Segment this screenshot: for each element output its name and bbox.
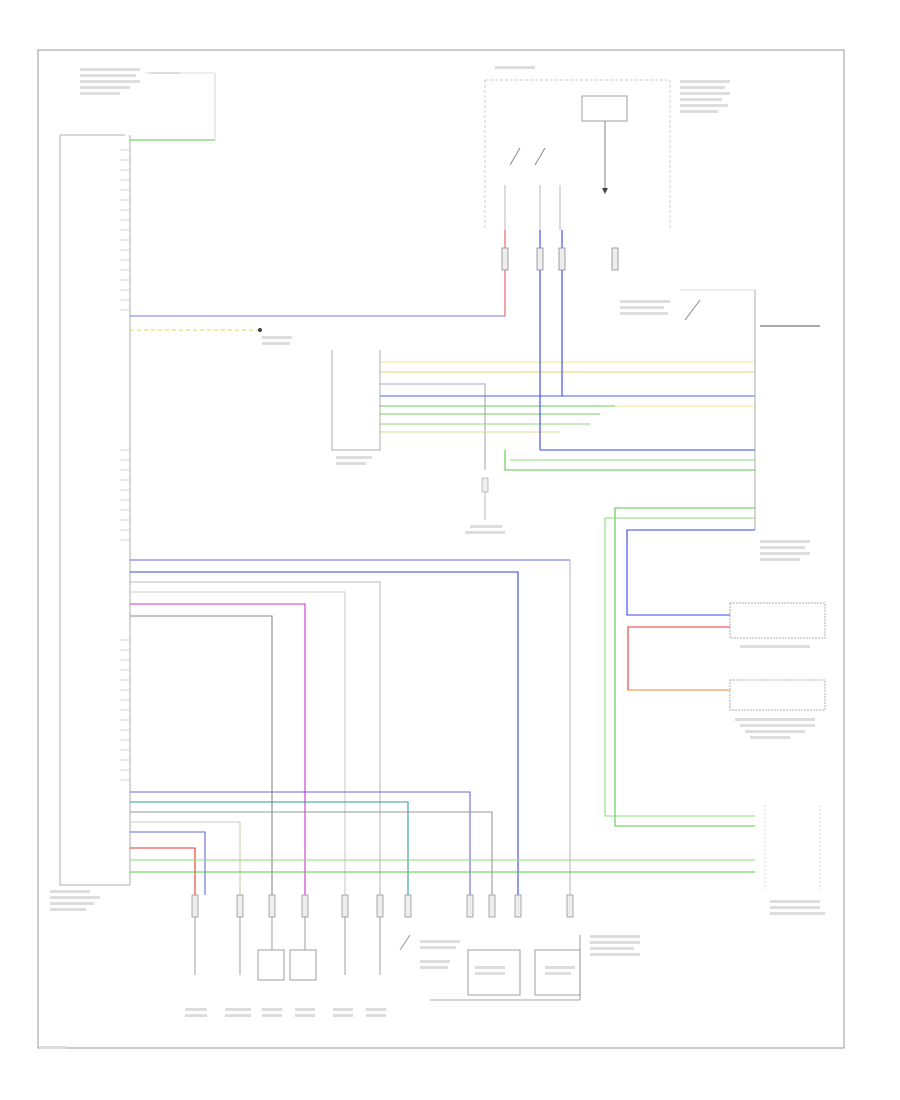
connector-stubs-top [501, 247, 619, 271]
pin-ticks [120, 149, 130, 781]
wire-red-low [130, 847, 196, 895]
wire-gray-mid2 [130, 591, 346, 895]
ground-point-center [465, 477, 505, 534]
wire-green-loop2 [604, 517, 755, 817]
wire-gray-ground [380, 383, 486, 470]
wire-teal-low [130, 801, 409, 895]
right-control-module [620, 289, 810, 561]
bottom-connectors [191, 894, 574, 918]
bottom-labels [40, 935, 640, 1049]
wire-purple-mid [130, 603, 306, 895]
left-control-module [50, 68, 140, 911]
wire-green-right [504, 450, 755, 471]
wire-blue-mid2 [130, 571, 519, 895]
wire-gray-low [130, 811, 493, 895]
wire-blue-low2 [130, 821, 241, 895]
splice-top-left [258, 328, 292, 345]
wire-gray-mid3 [130, 615, 273, 895]
central-sensor [331, 350, 381, 465]
wire-blue-upper [130, 230, 506, 317]
wire-blue-low3 [130, 831, 206, 895]
wires [130, 139, 820, 895]
relay-box [581, 95, 628, 122]
wire-green-loop [614, 507, 755, 827]
right-bottom-module [764, 805, 825, 915]
top-right-unit [484, 66, 730, 230]
right-ecu-2 [729, 679, 826, 739]
wire-red-ecu [627, 626, 730, 691]
wire-gray-mid1 [130, 581, 381, 895]
wire-blue-ecu [626, 529, 755, 616]
diagram-border [37, 49, 845, 1049]
top-left-connector [145, 72, 216, 140]
right-ecu-1 [729, 602, 826, 648]
bottom-sensors [194, 917, 581, 1001]
wire-blue-low1 [130, 791, 471, 895]
